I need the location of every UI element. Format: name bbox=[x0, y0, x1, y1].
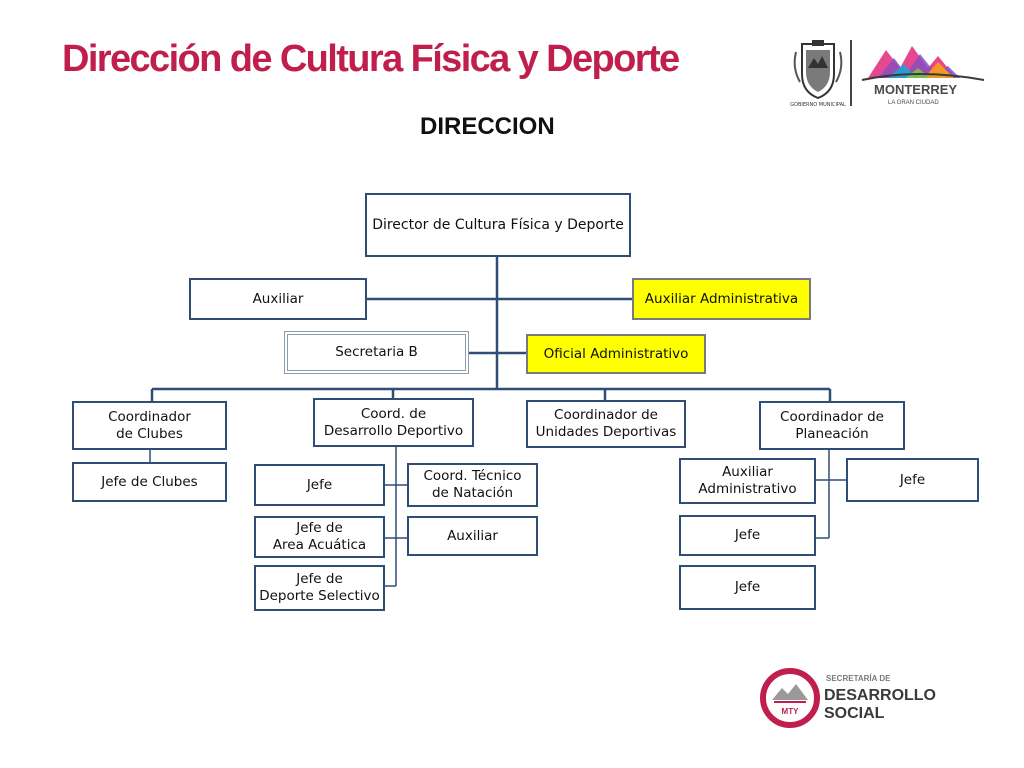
node-auxiliar-desarrollo: Auxiliar bbox=[407, 516, 538, 556]
page-title: Dirección de Cultura Física y Deporte bbox=[62, 38, 680, 80]
node-jefe-desarrollo: Jefe bbox=[254, 464, 385, 506]
node-coord-desarrollo-deportivo: Coord. de Desarrollo Deportivo bbox=[313, 398, 474, 447]
node-coordinador-unidades: Coordinador de Unidades Deportivas bbox=[526, 400, 686, 448]
node-auxiliar-administrativo: Auxiliar Administrativo bbox=[679, 458, 816, 504]
node-jefe-planeacion-1: Jefe bbox=[679, 515, 816, 556]
monterrey-logo: GOBIERNO MUNICIPAL MONTERREY LA GRAN CIU… bbox=[788, 38, 988, 108]
node-coord-tecnico-natacion: Coord. Técnico de Natación bbox=[407, 463, 538, 507]
node-oficial-administrativo: Oficial Administrativo bbox=[526, 334, 706, 374]
svg-text:LA GRAN CIUDAD: LA GRAN CIUDAD bbox=[888, 100, 939, 106]
node-jefe-clubes: Jefe de Clubes bbox=[72, 462, 227, 502]
node-coordinador-clubes: Coordinador de Clubes bbox=[72, 401, 227, 450]
node-coordinador-planeacion: Coordinador de Planeación bbox=[759, 401, 905, 450]
monterrey-mountains-icon bbox=[861, 46, 985, 81]
svg-text:DESARROLLO: DESARROLLO bbox=[824, 687, 936, 704]
svg-text:GOBIERNO MUNICIPAL: GOBIERNO MUNICIPAL bbox=[790, 102, 846, 108]
node-jefe-deporte-selectivo: Jefe de Deporte Selectivo bbox=[254, 565, 385, 611]
svg-text:SECRETARÍA DE: SECRETARÍA DE bbox=[826, 674, 891, 683]
node-jefe-area-acuatica: Jefe de Area Acuática bbox=[254, 516, 385, 558]
svg-text:MTY: MTY bbox=[782, 707, 800, 716]
svg-text:MONTERREY: MONTERREY bbox=[874, 82, 957, 97]
mty-badge-icon: MTY bbox=[760, 668, 820, 728]
municipal-shield-icon: GOBIERNO MUNICIPAL bbox=[790, 40, 846, 108]
svg-text:SOCIAL: SOCIAL bbox=[824, 705, 885, 722]
node-director: Director de Cultura Física y Deporte bbox=[365, 193, 631, 257]
node-jefe-planeacion-right: Jefe bbox=[846, 458, 979, 502]
node-jefe-planeacion-2: Jefe bbox=[679, 565, 816, 610]
section-title: DIRECCION bbox=[420, 113, 555, 140]
desarrollo-social-logo: MTY SECRETARÍA DE DESARROLLO SOCIAL bbox=[760, 664, 960, 734]
node-auxiliar-administrativa: Auxiliar Administrativa bbox=[632, 278, 811, 320]
node-secretaria-b: Secretaria B bbox=[284, 331, 469, 374]
node-auxiliar: Auxiliar bbox=[189, 278, 367, 320]
